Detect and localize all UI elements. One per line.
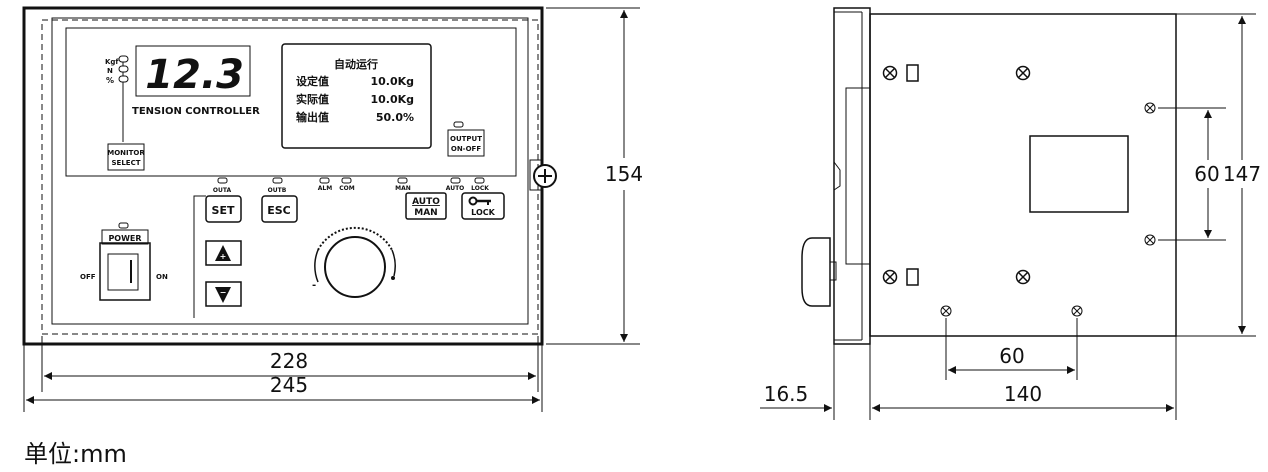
esc-button[interactable] [261,195,298,223]
knob-minus-icon: - [312,280,316,291]
output-led-icon [453,121,464,128]
up-button[interactable] [205,240,242,266]
auto-indicator-label: AUTO [446,185,465,192]
lcd-row-value: 10.0Kg [370,93,414,106]
slot-icon [906,268,919,286]
down-button[interactable] [205,281,242,307]
power-rocker [107,253,139,291]
unit-percent-label: % [106,76,114,85]
power-switch[interactable] [99,242,151,301]
lcd-row-label: 实际值 [296,92,329,106]
side-body [869,13,1177,337]
lock-indicator-label: LOCK [471,185,489,192]
screw-icon [882,65,898,81]
minus-icon: − [220,288,227,297]
outa-indicator-label: OUTA [213,187,232,194]
monitor-select-button[interactable] [107,143,145,171]
unit-label: 单位:mm [24,440,127,468]
output-label: OUTPUT [450,135,482,143]
select-label: SELECT [112,159,141,167]
control-divider [193,195,206,318]
side-body-window [1029,135,1129,213]
lcd-row-label: 设定值 [296,74,329,88]
plus-icon: + [220,252,227,261]
hole-vertical-dimension-label: 60 [1194,162,1219,186]
lock-button[interactable] [461,192,505,220]
up-arrow-icon [215,245,231,261]
display-digits: 12.3 [145,52,244,98]
tension-controller-label: TENSION CONTROLLER [132,106,260,117]
auto-man-button[interactable] [405,192,447,220]
unit-n-label: N [107,67,113,75]
set-button-label: SET [212,204,235,217]
man-indicator-label: MAN [395,185,411,192]
adjust-knob[interactable]: - [312,226,396,298]
lock-button-label: LOCK [471,208,495,217]
depth-dimension-label: 140 [1004,382,1042,406]
screw-icon [1144,234,1156,246]
power-on-label: ON [156,273,168,281]
flange-dimension-label: 16.5 [764,382,809,406]
power-label: POWER [108,234,141,243]
lcd-row-label: 输出值 [296,110,329,124]
front-panel [51,17,529,325]
side-flange [833,7,871,345]
side-view: 60 147 60 16.5 140 [760,7,1261,420]
power-led-icon [118,222,129,229]
hole-horizontal-dimension-label: 60 [999,344,1024,368]
screw-icon [882,269,898,285]
key-icon [468,196,491,206]
indicator-led-icons [217,177,485,184]
man-label: MAN [414,208,437,218]
on-off-label: ON-OFF [451,145,481,153]
side-knob [801,237,831,307]
lcd-screen [281,43,432,149]
power-label-box [101,229,149,245]
screw-icon [1015,269,1031,285]
height-dimension-label: 147 [1223,162,1261,186]
down-arrow-icon [215,287,231,303]
lcd-title: 自动运行 [334,57,378,71]
esc-button-label: ESC [267,204,291,217]
lcd-row-value: 50.0% [376,111,414,124]
side-flange-recess [845,87,871,265]
lcd-row-value: 10.0Kg [370,75,414,88]
height-dimension-label: 154 [605,162,643,186]
set-button[interactable] [205,195,242,223]
outb-indicator-label: OUTB [268,187,287,194]
outer-width-dimension-label: 245 [270,373,308,397]
screw-icon [1071,305,1083,317]
inner-width-dimension-label: 228 [270,349,308,373]
slot-icon [906,64,919,82]
auto-label: AUTO [412,197,440,207]
com-indicator-label: COM [339,185,355,192]
unit-led-icons [118,55,129,142]
unit-kgf-label: Kgf [105,58,119,66]
monitor-label: MONITOR [107,149,145,157]
output-on-off-button[interactable] [447,129,485,157]
screw-icon [1144,102,1156,114]
panel-cutout-dashed [41,19,539,335]
knob-plus-icon [391,276,395,280]
screw-icon [940,305,952,317]
seven-segment-display [135,45,251,97]
front-view: Kgf N % 12.3 TENSION CONTROLLER MONITOR … [22,6,643,412]
display-area [65,27,517,177]
power-off-label: OFF [80,273,96,281]
screw-icon [1015,65,1031,81]
alm-indicator-label: ALM [318,185,332,192]
